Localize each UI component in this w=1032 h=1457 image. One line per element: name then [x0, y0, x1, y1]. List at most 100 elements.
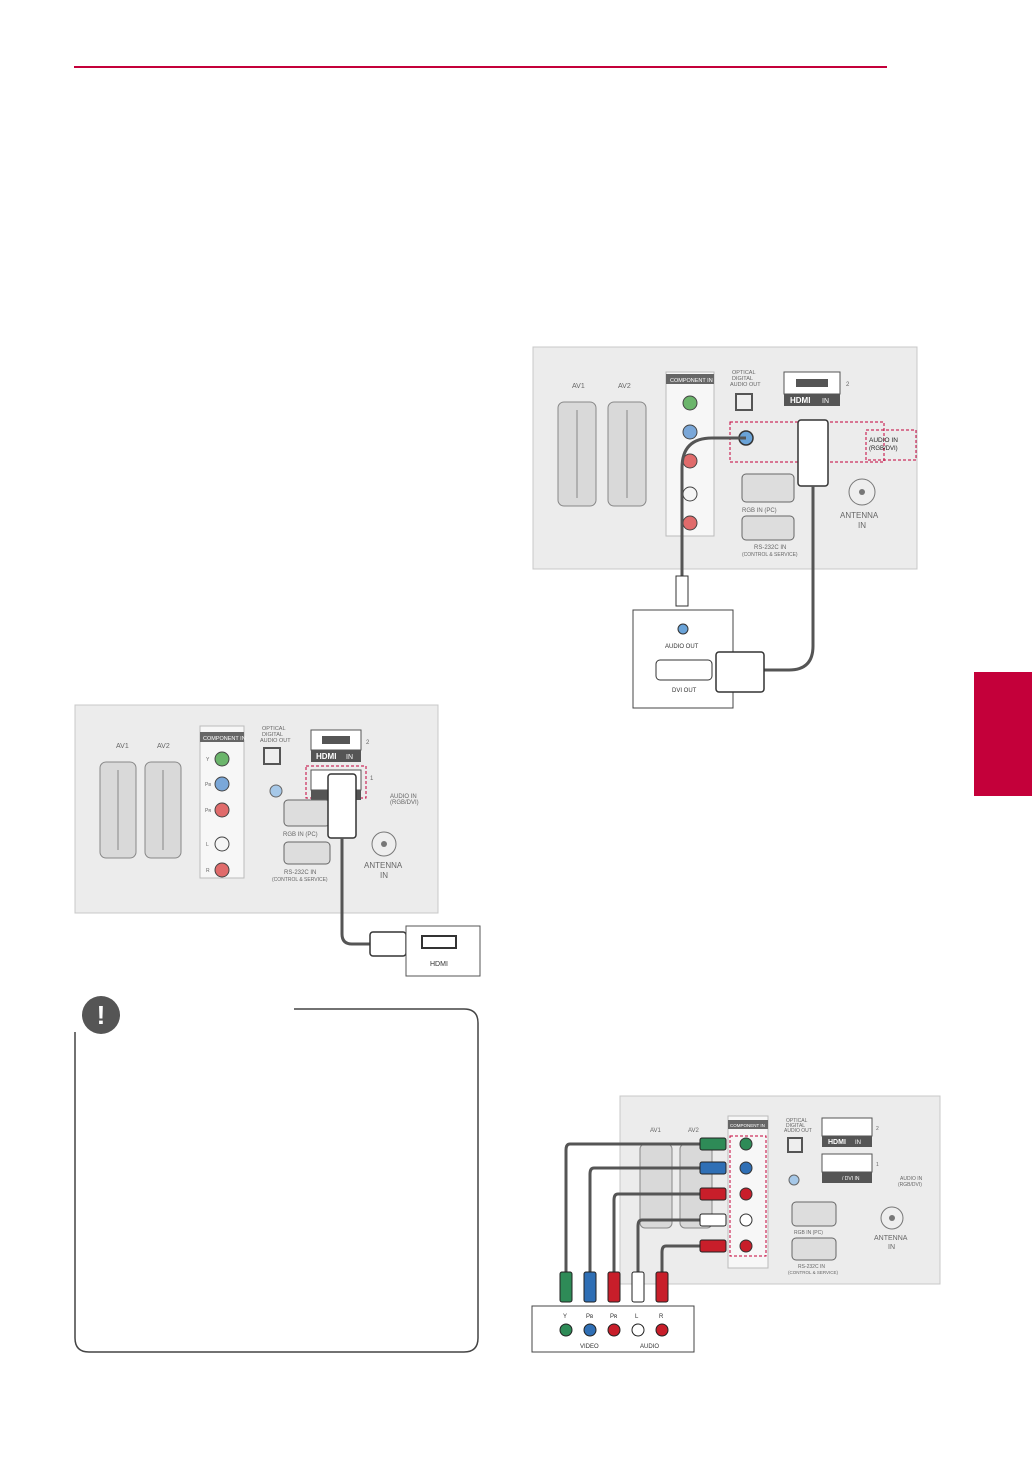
- antenna-label: ANTENNA: [364, 861, 403, 870]
- note-frame: [74, 1008, 479, 1353]
- hdmi-2-number: 2: [366, 740, 370, 746]
- chapter-tab: [974, 672, 1032, 796]
- plug-y: [699, 1137, 727, 1151]
- av1-label: AV1: [650, 1128, 662, 1134]
- optical-label-3: AUDIO OUT: [260, 738, 291, 744]
- dvi-cable: [764, 486, 815, 672]
- dvi-cable-plug: [797, 419, 829, 487]
- rs232c-label: RS-232C IN: [754, 545, 786, 551]
- port-l-label: L: [206, 842, 209, 848]
- audio-out-label: AUDIO OUT: [665, 644, 699, 650]
- audio-in-label: AUDIO IN: [390, 794, 417, 800]
- plug-r: [699, 1239, 727, 1253]
- hdmi-in-label: IN: [346, 754, 353, 761]
- component-block: [199, 725, 245, 879]
- hdmi-2-number: 2: [876, 1126, 879, 1132]
- pc-audio-out-jack: [677, 623, 689, 635]
- audio-r-jack: [214, 862, 230, 878]
- audio-l-jack: [739, 1213, 753, 1227]
- component-pr-jack: [682, 453, 698, 469]
- tv-rear-panel: [619, 1095, 941, 1285]
- rs232c-port: [283, 841, 331, 865]
- component-y-jack: [682, 395, 698, 411]
- component-pr-jack: [739, 1187, 753, 1201]
- component-connection-diagram: AV1 AV2 COMPONENT IN OPTICAL DIGITAL AUD…: [530, 1094, 942, 1356]
- optical-label-3: AUDIO OUT: [784, 1128, 812, 1134]
- antenna-sub-label: IN: [380, 871, 388, 880]
- optical-label-1: OPTICAL: [732, 370, 756, 376]
- dev-port-l-label: L: [635, 1314, 639, 1320]
- audio-r-jack: [739, 1239, 753, 1253]
- pc-dvi-out-port: [655, 659, 713, 681]
- av2-label: AV2: [618, 383, 631, 390]
- hdmi-logo: HDMI: [790, 396, 810, 405]
- audio-l-jack: [214, 836, 230, 852]
- optical-jack: [263, 747, 281, 765]
- rs232c-sub-label: (CONTROL & SERVICE): [742, 552, 798, 558]
- component-in-label: COMPONENT IN: [670, 378, 713, 384]
- hdmi-cable: [340, 838, 370, 946]
- dev-port-pr-label: Pʀ: [610, 1314, 618, 1320]
- hdmi-in-label: IN: [822, 398, 829, 405]
- optical-label-2: DIGITAL: [732, 376, 753, 382]
- dev-port-pb-label: Pʙ: [586, 1314, 593, 1320]
- header-rule: [74, 66, 887, 68]
- antenna-label: ANTENNA: [874, 1235, 908, 1242]
- optical-label-3: AUDIO OUT: [730, 382, 761, 388]
- hdmi-in-label: IN: [855, 1140, 861, 1146]
- rs232c-sub-label: (CONTROL & SERVICE): [272, 877, 328, 883]
- note-icon: !: [82, 996, 120, 1034]
- antenna-label: ANTENNA: [840, 511, 879, 520]
- hdmi-logo: HDMI: [316, 752, 336, 761]
- dev-jack-l: [631, 1323, 645, 1337]
- scart-av1: [639, 1143, 673, 1229]
- port-pb-label: Pв: [205, 782, 211, 788]
- component-cables: [564, 1142, 702, 1272]
- optical-label-2: DIGITAL: [262, 732, 283, 738]
- av2-label: AV2: [157, 743, 170, 750]
- rgb-in-label: RGB IN (PC): [794, 1230, 823, 1236]
- rgb-in-port: [791, 1201, 837, 1227]
- hdmi-source-port: [421, 935, 457, 949]
- tv-rear-panel: [532, 346, 918, 570]
- plug-pb: [699, 1161, 727, 1175]
- audio-in-jack: [788, 1174, 800, 1186]
- dvi-connection-diagram: AV1 AV2 COMPONENT IN OPTICAL DIGITAL AUD…: [532, 346, 922, 710]
- hdmi-device-label: HDMI: [430, 961, 448, 968]
- plug-pr: [699, 1187, 727, 1201]
- hdmi-1-number: 1: [370, 776, 374, 782]
- rgb-in-label: RGB IN (PC): [283, 832, 318, 838]
- component-pb-jack: [739, 1161, 753, 1175]
- port-y-label: Y: [206, 757, 210, 763]
- dev-jack-r: [655, 1323, 669, 1337]
- optical-label-2: DIGITAL: [786, 1123, 805, 1129]
- dev-jack-pr: [607, 1323, 621, 1337]
- port-r-label: R: [206, 868, 210, 874]
- component-pr-jack: [214, 802, 230, 818]
- audio-in-jack: [269, 784, 283, 798]
- audio-in-sub-label: (RGB/DVI): [390, 800, 419, 806]
- audio-cable: [680, 436, 746, 576]
- rs232c-label: RS-232C IN: [798, 1264, 825, 1270]
- rgb-in-port: [283, 799, 331, 827]
- hdmi-dvi-in-label: / DVI IN: [842, 1176, 860, 1182]
- hdmi-logo: HDMI: [828, 1139, 846, 1146]
- port-pr-label: Pʀ: [205, 808, 211, 814]
- hdmi-port-1: [821, 1153, 873, 1173]
- hdmi-2-number: 2: [846, 382, 850, 388]
- audio-in-label: AUDIO IN: [900, 1176, 923, 1182]
- hdmi-source-device: [405, 925, 481, 977]
- hdmi-cable-plug: [327, 773, 357, 839]
- audio-l-jack: [682, 486, 698, 502]
- optical-label-1: OPTICAL: [262, 726, 286, 732]
- component-highlight: [729, 1135, 767, 1257]
- plug-l: [699, 1213, 727, 1227]
- antenna-sub-label: IN: [858, 521, 866, 530]
- dev-jack-y: [559, 1323, 573, 1337]
- dvi-out-label: DVI OUT: [672, 688, 697, 694]
- component-y-jack: [214, 751, 230, 767]
- rs232c-label: RS-232C IN: [284, 870, 316, 876]
- av1-label: AV1: [116, 743, 129, 750]
- component-pb-jack: [682, 424, 698, 440]
- rs232c-port: [741, 515, 795, 541]
